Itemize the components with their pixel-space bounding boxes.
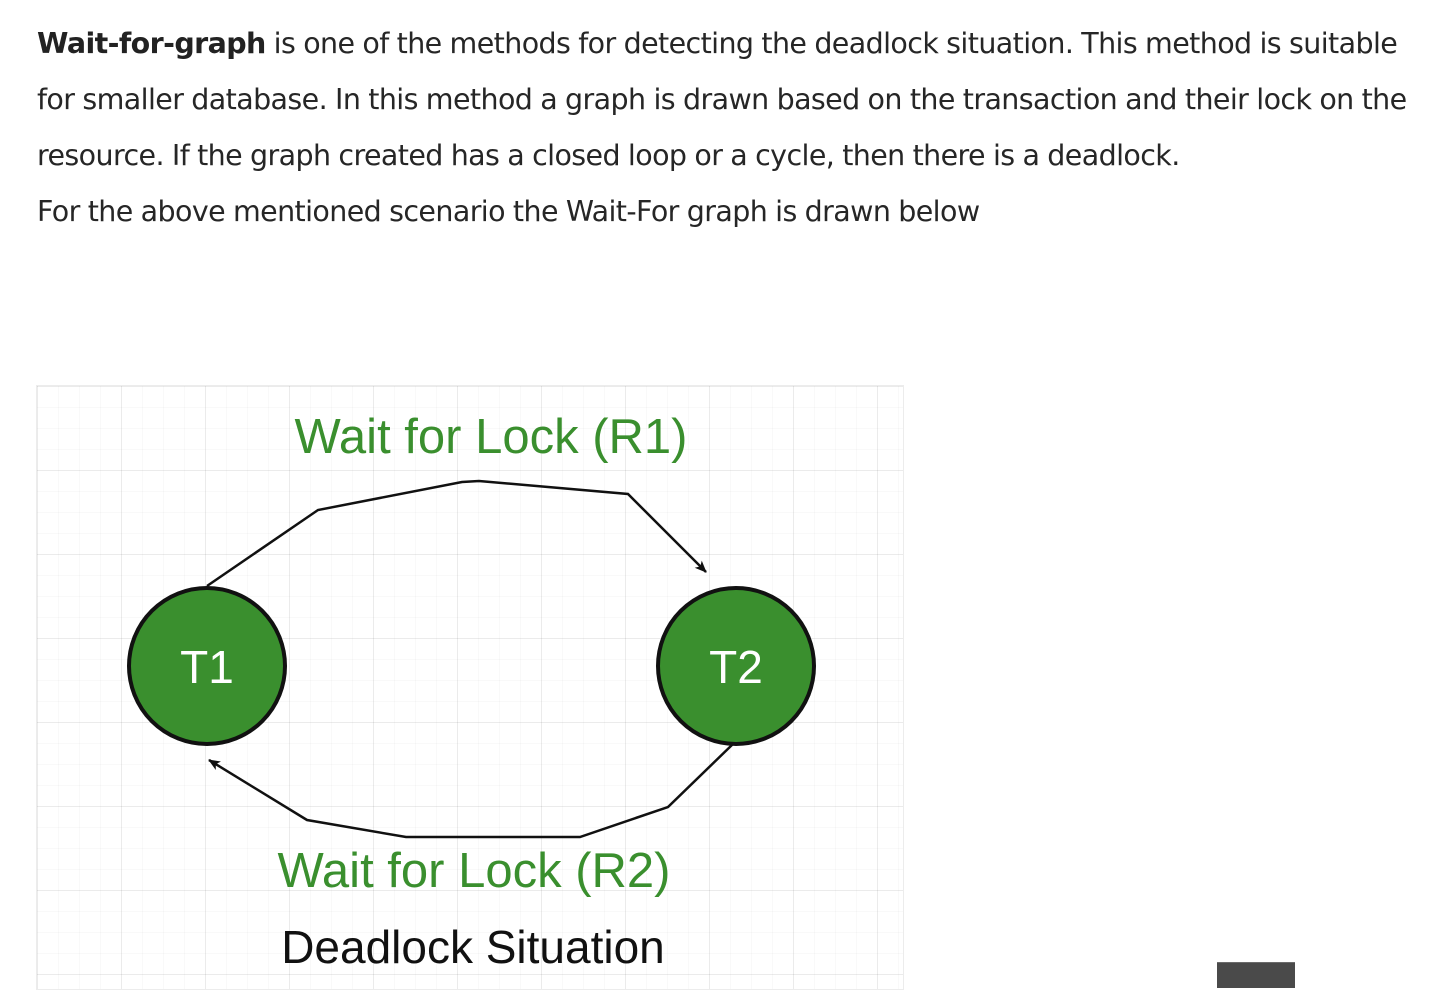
article-body: Wait-for-graph is one of the methods for… — [37, 16, 1437, 240]
node-t2: T2 — [656, 586, 816, 746]
node-t1-label: T1 — [180, 641, 234, 693]
edge-label-r2: Wait for Lock (R2) — [278, 844, 671, 898]
intro-text: is one of the methods for detecting the … — [37, 27, 1407, 172]
edge-label-r1: Wait for Lock (R1) — [295, 410, 688, 464]
intro-paragraph: Wait-for-graph is one of the methods for… — [37, 16, 1437, 184]
scroll-to-top-tab[interactable] — [1217, 962, 1295, 988]
node-t1: T1 — [127, 586, 287, 746]
term-wait-for-graph: Wait-for-graph — [37, 27, 266, 60]
lead-in-paragraph: For the above mentioned scenario the Wai… — [37, 195, 980, 228]
wait-for-graph-figure: Wait for Lock (R1) Wait for Lock (R2) T1… — [36, 385, 904, 990]
edge-t2-to-t1 — [208, 742, 735, 839]
figure-caption: Deadlock Situation — [281, 921, 665, 973]
edge-t1-to-t2 — [206, 479, 707, 588]
node-t2-label: T2 — [709, 641, 763, 693]
wait-for-graph-diagram: Wait for Lock (R1) Wait for Lock (R2) T1… — [127, 410, 816, 973]
